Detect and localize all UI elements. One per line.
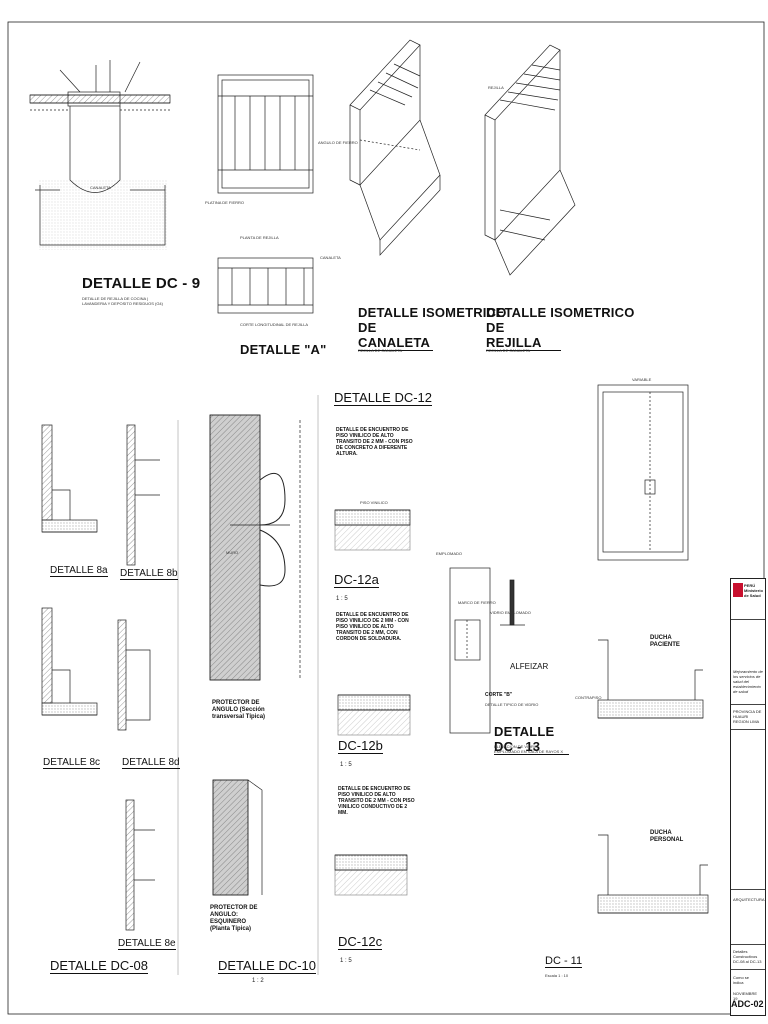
label-canaleta-iso: CANALETA (320, 255, 341, 260)
title-8a: DETALLE 8a (50, 565, 108, 577)
tb-sheet-desc: Detalles Constructivos DC-08 al DC-13 (733, 949, 762, 964)
label-canaleta: CANALETA (90, 185, 111, 190)
tb-project: Mejoramiento de los servicios de salud d… (733, 669, 763, 694)
title-8e: DETALLE 8e (118, 938, 176, 950)
tb-sheet-code: ADC-02 (731, 999, 764, 1009)
tb-scale: Como se indica (733, 975, 750, 985)
label-alfeizar: ALFEIZAR (510, 662, 549, 671)
label-platina: PLATINA DE FIERRO (205, 200, 245, 205)
dc13-drawing (449, 567, 525, 734)
title-dc12c: DC-12c (338, 934, 383, 950)
sheet-border (7, 21, 765, 1015)
title-detalle-a: DETALLE "A" (240, 342, 327, 357)
label-corte-b-sub: DETALLE TIPICO DE VIDRIO (485, 702, 539, 707)
label-rejilla: REJILLA (488, 85, 504, 90)
subtitle-dc13: ELEVACION DE VIDRIO EMPLOMADO EN SALA DE… (494, 744, 564, 754)
label-variable: VARIABLE (632, 377, 652, 382)
title-8d: DETALLE 8d (122, 757, 180, 769)
title-iso-canaleta-2: DE CANALETA (358, 320, 433, 351)
scale-dc10: 1 : 2 (252, 978, 264, 984)
dc10-drawing (209, 414, 301, 896)
tb-region: PROVINCIA DE HUAURI REGION LIMA (733, 709, 762, 724)
peru-flag-icon (733, 583, 743, 597)
detail-dc9-drawing (29, 60, 171, 250)
title-iso-rejilla-2: DE REJILLA (486, 320, 561, 351)
label-ducha-paciente: DUCHA PACIENTE (650, 635, 680, 648)
title-dc08: DETALLE DC-08 (50, 958, 149, 974)
title-dc13: DETALLE DC - 13 (494, 724, 569, 755)
scale-dc11: Escala 1 : 10 (545, 973, 569, 978)
scale-dc12c: 1 : 5 (340, 958, 352, 964)
iso-canaleta-drawing (349, 39, 441, 256)
iso-rejilla-drawing (484, 44, 576, 276)
tb-date: NOVIEMBRE 19 (733, 991, 758, 1001)
label-contrapiso: CONTRAPISO (575, 695, 602, 700)
title-dc12a: DC-12a (334, 572, 379, 588)
title-dc9: DETALLE DC - 9 (82, 275, 201, 292)
label-ducha-personal: DUCHA PERSONAL (650, 830, 684, 843)
detail-a-plan (217, 74, 314, 314)
title-8b: DETALLE 8b (120, 568, 178, 580)
scale-dc12b: 1 : 5 (340, 762, 352, 768)
label-muro: MURO (226, 550, 239, 555)
title-dc10: DETALLE DC-10 (218, 958, 317, 974)
label-corte-b: CORTE "B" (485, 692, 513, 698)
label-marco: MARCO DE FIERRO (458, 600, 496, 605)
subtitle-iso-canaleta: REJILLA DE CANALETA (358, 348, 403, 353)
title-dc11: DC - 11 (545, 955, 583, 968)
title-iso-rejilla-1: DETALLE ISOMETRICO (486, 305, 635, 320)
label-corte-long: CORTE LONGITUDINAL DE REJILLA (240, 322, 309, 327)
scale-dc12a: 1 : 5 (336, 596, 348, 602)
note-dc12b: DETALLE DE ENCUENTRO DE PISO VINILICO DE… (336, 612, 409, 642)
label-piso: PISO VINILICO (360, 500, 388, 505)
note-dc12c: DETALLE DE ENCUENTRO DE PISO VINILICO DE… (338, 786, 415, 816)
subtitle-iso-rejilla: REJILLA DE CANALETA (486, 348, 531, 353)
title-protector-2: PROTECTOR DE ANGULO: ESQUINERO (Planta T… (210, 905, 258, 932)
tb-specialty: ARQUITECTURA (733, 897, 765, 902)
dc12-drawings (334, 509, 411, 896)
label-planta-rejilla: PLANTA DE REJILLA (240, 235, 279, 240)
subtitle-dc9: DETALLE DE REJILLA DE COCINA | LAVANDERI… (82, 296, 163, 306)
label-emplomado: EMPLOMADO (436, 551, 463, 556)
note-dc12: DETALLE DE ENCUENTRO DE PISO VINILICO DE… (336, 427, 413, 457)
title-block: PERÚ Ministerio de Salud Mejoramiento de… (730, 578, 766, 1016)
tb-entity: PERÚ Ministerio de Salud (744, 583, 763, 598)
label-vidrio: VIDRIO EMPLOMADO (490, 610, 531, 615)
title-dc12b: DC-12b (338, 738, 383, 754)
detail-8-drawings (41, 424, 160, 931)
dc11-drawing (597, 384, 709, 914)
label-angulo: ANGULO DE FIERRO (318, 140, 358, 145)
title-8c: DETALLE 8c (43, 757, 101, 769)
title-protector-1: PROTECTOR DE ANGULO (Sección transversal… (212, 700, 266, 720)
title-iso-canaleta-1: DETALLE ISOMETRICO (358, 305, 507, 320)
title-dc12: DETALLE DC-12 (334, 390, 433, 406)
